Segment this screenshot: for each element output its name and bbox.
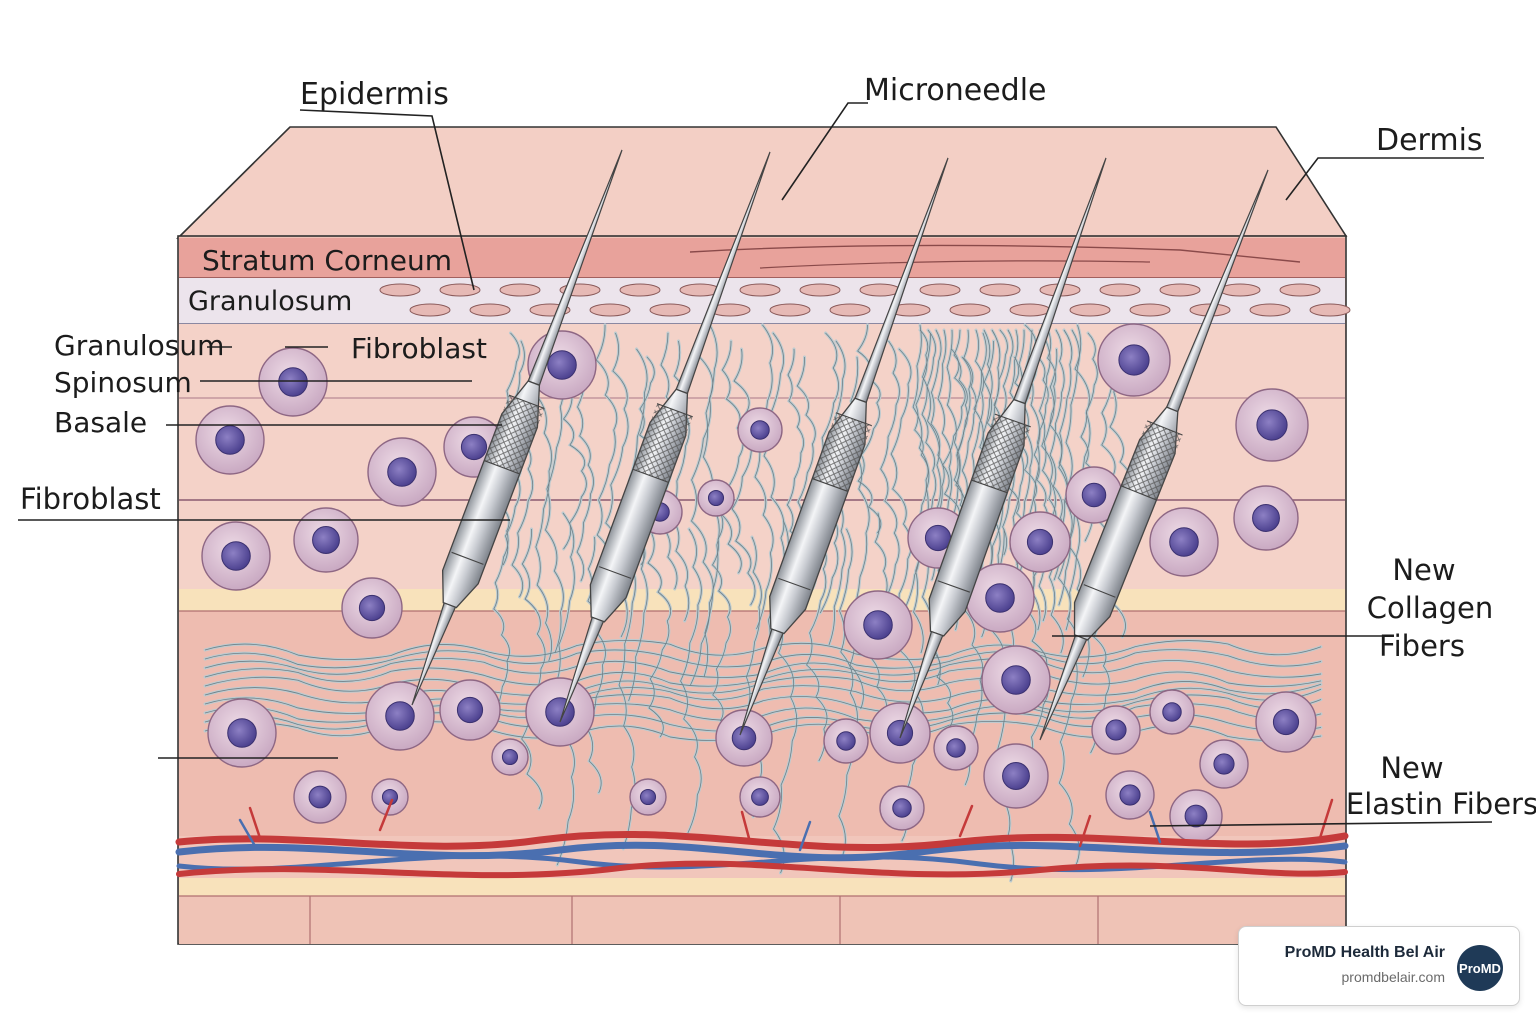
promd-logo-icon: ProMD — [1457, 945, 1503, 991]
cell-nucleus — [1002, 762, 1030, 790]
cell-nucleus — [1026, 528, 1054, 556]
label-new-collagen-2: Collagen — [1367, 591, 1494, 625]
granulosum-cell — [379, 283, 421, 297]
cell-nucleus — [985, 583, 1015, 613]
cell-nucleus — [1119, 784, 1141, 806]
granulosum-cell — [1159, 283, 1201, 297]
cell-nucleus — [639, 788, 657, 806]
blood-vessels — [175, 798, 1349, 879]
granulosum-cell — [1219, 283, 1261, 297]
granulosum-cell — [859, 283, 901, 297]
granulosum-cell — [619, 283, 661, 297]
label-basale: Basale — [54, 406, 147, 439]
granulosum-cell — [499, 283, 541, 297]
microneedles — [411, 149, 1269, 741]
cell-nucleus — [1184, 804, 1208, 828]
cell-nucleus — [358, 594, 386, 622]
cell-nucleus — [751, 788, 769, 806]
cell-nucleus — [501, 748, 519, 766]
granulosum-cell — [829, 303, 871, 317]
cell-nucleus — [547, 350, 577, 380]
microneedle — [1039, 169, 1269, 741]
granulosum-cell — [799, 283, 841, 297]
cell-nucleus — [387, 457, 417, 487]
granulosum-cell — [409, 303, 451, 317]
cell-nucleus — [312, 526, 340, 554]
cell-nucleus — [460, 433, 488, 461]
cell-nucleus — [892, 798, 912, 818]
label-new-elastin-1: New — [1380, 751, 1443, 785]
granulosum-cell — [1309, 303, 1351, 317]
label-epidermis: Epidermis — [300, 77, 449, 112]
granulosum-cell — [979, 283, 1021, 297]
microneedle — [559, 151, 771, 723]
cell-nucleus — [1001, 665, 1031, 695]
cell-nucleus — [1118, 344, 1150, 376]
cell-nucleus — [863, 610, 893, 640]
cell-nucleus — [215, 425, 245, 455]
cell-nucleus — [227, 718, 257, 748]
granulosum-cell — [919, 283, 961, 297]
cell-nucleus — [1081, 482, 1107, 508]
cell-nucleus — [456, 696, 484, 724]
cell-nucleus — [1162, 702, 1182, 722]
cell-nucleus — [308, 785, 332, 809]
granulosum-cell — [1099, 283, 1141, 297]
granulosum-cell — [739, 283, 781, 297]
hypodermis-layer — [179, 896, 1345, 944]
label-new-collagen-3: Fibers — [1379, 629, 1465, 663]
diagram-labels: Epidermis Microneedle Dermis Stratum Cor… — [20, 73, 1536, 821]
cell-nucleus — [886, 719, 914, 747]
cell-nucleus — [385, 701, 415, 731]
granulosum-cell — [949, 303, 991, 317]
granulosum-cell — [1249, 303, 1291, 317]
cell-nucleus — [836, 731, 856, 751]
granulosum-cell — [469, 303, 511, 317]
granulosum-cell — [1069, 303, 1111, 317]
cell-nucleus — [1256, 409, 1288, 441]
leader-lines — [18, 102, 1493, 827]
clinic-url[interactable]: promdbelair.com — [1341, 969, 1446, 985]
cell-nucleus — [1105, 719, 1127, 741]
label-granulosum-layer: Granulosum — [188, 286, 352, 317]
clinic-badge[interactable]: ProMD Health Bel Air promdbelair.com Pro… — [1238, 926, 1520, 1006]
label-stratum-corneum: Stratum Corneum — [202, 244, 452, 277]
granulosum-cell — [1129, 303, 1171, 317]
microneedle — [739, 157, 949, 736]
label-fibroblast-left: Fibroblast — [20, 482, 161, 516]
stratum-corneum-layer — [179, 238, 1345, 278]
granulosum-cell — [439, 283, 481, 297]
cell-nucleus — [278, 367, 308, 397]
label-new-collagen-1: New — [1392, 553, 1455, 587]
skin-top-surface — [176, 126, 1348, 239]
granulosum-cells — [379, 283, 1351, 317]
cell-nucleus — [924, 524, 952, 552]
granulosum-cell — [1279, 283, 1321, 297]
microneedle — [899, 157, 1107, 739]
granulosum-cell — [769, 303, 811, 317]
cell-nucleus — [1252, 504, 1280, 532]
label-spinosum: Spinosum — [54, 366, 192, 399]
cell-nucleus — [707, 489, 725, 507]
cell-nucleus — [1169, 527, 1199, 557]
label-dermis: Dermis — [1376, 123, 1483, 158]
cell-nucleus — [1272, 708, 1300, 736]
label-fibroblast-top: Fibroblast — [351, 332, 487, 365]
cell-nucleus — [750, 420, 770, 440]
cell-nucleus — [731, 725, 757, 751]
label-microneedle: Microneedle — [864, 73, 1047, 108]
label-new-elastin-2: Elastin Fibers — [1346, 787, 1536, 821]
cell-nucleus — [1213, 753, 1235, 775]
cell-nucleus — [221, 541, 251, 571]
granulosum-cell — [589, 303, 631, 317]
clinic-name: ProMD Health Bel Air — [1284, 944, 1445, 961]
granulosum-cell — [649, 303, 691, 317]
granulosum-cell — [1009, 303, 1051, 317]
cell-nucleus — [946, 738, 966, 758]
fibroblast-cells — [195, 323, 1317, 843]
label-granulosum-side: Granulosum — [54, 329, 224, 362]
microneedle — [411, 149, 623, 706]
